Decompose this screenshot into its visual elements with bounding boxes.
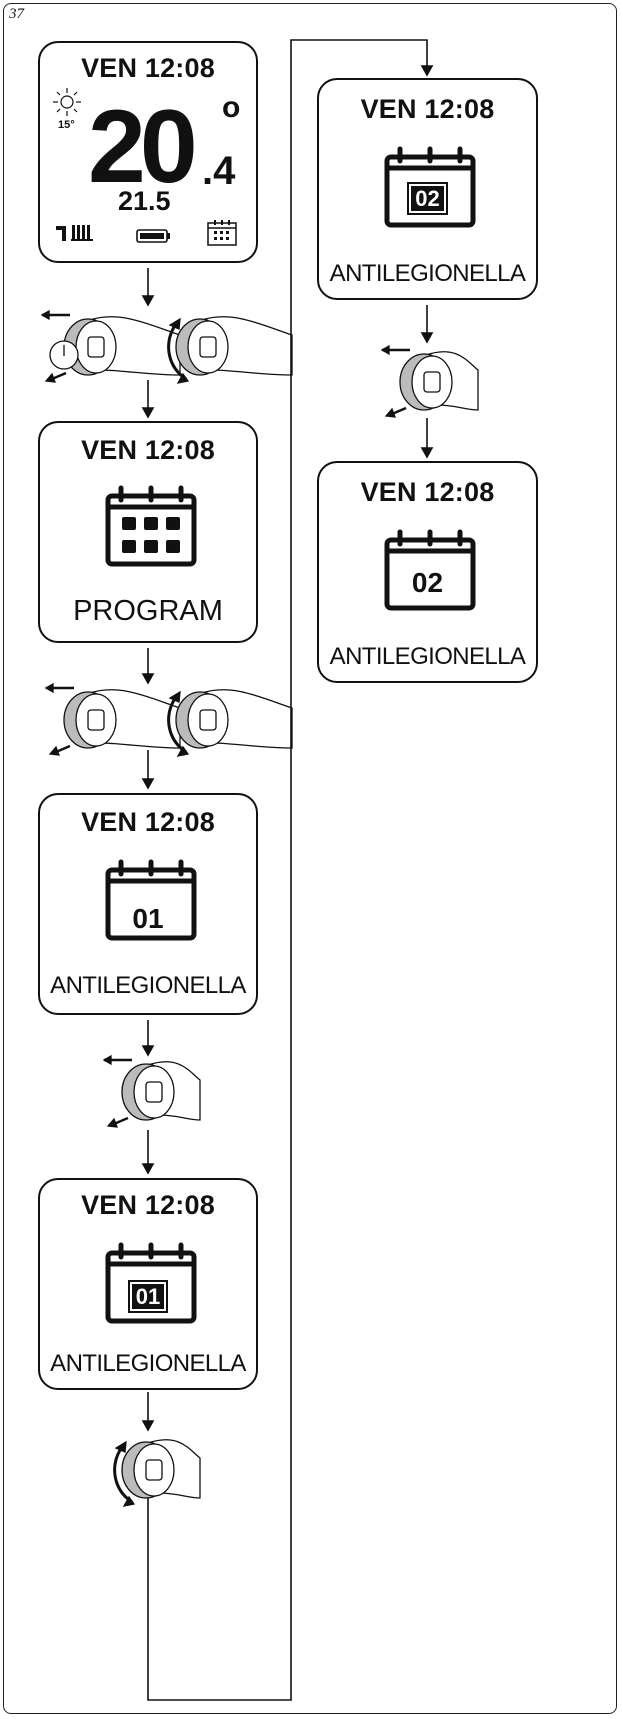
figure-frame bbox=[3, 3, 617, 1714]
program-number: 01 bbox=[132, 903, 164, 934]
program-number: 01 bbox=[127, 1280, 169, 1313]
radiator-icon bbox=[56, 225, 93, 241]
external-temp: 15° bbox=[58, 119, 75, 131]
temperature-integer: 20 bbox=[88, 89, 198, 205]
program-number-highlighted: 01 bbox=[40, 1280, 256, 1313]
program-screen: VEN 12:08 PROGRAM bbox=[38, 421, 258, 643]
screen-time: VEN 12:08 bbox=[360, 477, 495, 507]
rotate-knob-icon bbox=[167, 689, 293, 757]
screen-label: ANTILEGIONELLA bbox=[329, 643, 526, 670]
calendar-icon bbox=[105, 485, 197, 567]
screen-label: ANTILEGIONELLA bbox=[50, 1350, 246, 1377]
screen-time: VEN 12:08 bbox=[81, 1190, 215, 1220]
sun-icon bbox=[53, 88, 81, 116]
antilegionella-01-edit-screen: VEN 12:08 01 ANTILEGIONELLA bbox=[38, 1178, 258, 1390]
program-number: 02 bbox=[411, 567, 444, 598]
screen-label: ANTILEGIONELLA bbox=[50, 972, 246, 999]
temperature-decimal: .4 bbox=[202, 149, 236, 193]
press-knob-icon bbox=[44, 682, 181, 756]
battery-icon bbox=[136, 229, 170, 243]
program-number-highlighted: 02 bbox=[319, 182, 536, 215]
press-knob-icon bbox=[102, 1054, 201, 1128]
press-knob-icon bbox=[380, 344, 479, 418]
calendar-icon bbox=[207, 220, 237, 246]
calendar-icon bbox=[105, 1242, 197, 1324]
degree-symbol: o bbox=[222, 91, 241, 124]
rotate-knob-icon bbox=[167, 316, 293, 384]
calendar-icon bbox=[105, 859, 197, 941]
rotate-knob-icon bbox=[113, 1439, 201, 1507]
screen-label: ANTILEGIONELLA bbox=[329, 260, 526, 287]
calendar-icon bbox=[384, 529, 476, 611]
figure-number: 37 bbox=[9, 6, 24, 22]
antilegionella-02-screen: VEN 12:08 02 ANTILEGIONELLA bbox=[317, 461, 538, 683]
calendar-icon bbox=[384, 146, 476, 228]
home-screen: VEN 12:08 15° 20 .4 o 21.5 bbox=[38, 41, 258, 263]
screen-time: VEN 12:08 bbox=[81, 53, 215, 83]
screen-time: VEN 12:08 bbox=[81, 435, 215, 465]
program-number: 02 bbox=[407, 182, 448, 215]
setpoint-temp: 21.5 bbox=[118, 186, 171, 216]
press-knob-icon bbox=[40, 309, 181, 383]
antilegionella-02-edit-screen: VEN 12:08 02 ANTILEGIONELLA bbox=[317, 78, 538, 300]
screen-time: VEN 12:08 bbox=[81, 807, 215, 837]
screen-time: VEN 12:08 bbox=[360, 94, 495, 124]
screen-label: PROGRAM bbox=[73, 595, 223, 627]
antilegionella-01-screen: VEN 12:08 01 ANTILEGIONELLA bbox=[38, 793, 258, 1015]
